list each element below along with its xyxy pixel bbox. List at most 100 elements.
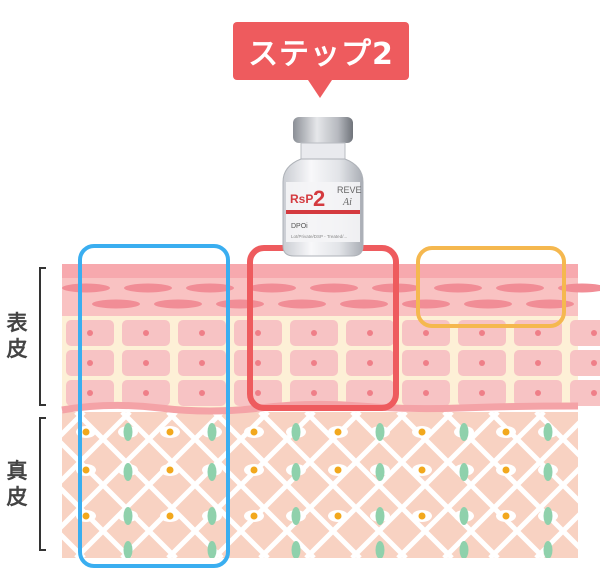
cell-nucleus (591, 330, 597, 336)
cell-nucleus (423, 330, 429, 336)
fibroblast-nucleus (502, 512, 510, 520)
fibroblast-nucleus (250, 466, 258, 474)
fiber-node (123, 463, 133, 481)
dermis-layer (62, 412, 600, 558)
granular-cell (340, 299, 388, 309)
cell-nucleus (479, 330, 485, 336)
vial-neck (300, 142, 346, 160)
dermis-fiber (488, 466, 578, 558)
fibroblast-nucleus (334, 466, 342, 474)
fiber-node (459, 541, 469, 558)
fiber-node (123, 541, 133, 558)
cell-nucleus (311, 360, 317, 366)
dermis-fiber (74, 412, 224, 558)
fiber-node (375, 541, 385, 558)
fibroblast-nucleus (82, 466, 90, 474)
fiber-node (207, 507, 217, 525)
vial-fine-print: Lot/Private/DSP - Treated/... (291, 234, 347, 239)
epidermis-char-2: 皮 (6, 337, 28, 361)
serum-vial: RsP 2 REVE Ai DPOi Lot/Private/DSP - Tre… (282, 117, 364, 257)
dermis-fiber (534, 512, 578, 558)
dermis-fiber (396, 412, 546, 558)
fiber-node (291, 463, 301, 481)
fibroblast-nucleus (502, 428, 510, 436)
dermis-fiber (62, 486, 132, 558)
fiber-node (459, 423, 469, 441)
fibroblast-nucleus (250, 512, 258, 520)
blue-frame (78, 244, 230, 568)
granular-cell (62, 283, 110, 293)
vial-brand: RsP (290, 192, 313, 206)
vial-red-band (286, 210, 360, 214)
fibroblast-nucleus (418, 512, 426, 520)
cell-nucleus (423, 360, 429, 366)
fiber-node (207, 463, 217, 481)
fiber-node (543, 463, 553, 481)
granular-cell (310, 283, 358, 293)
fiber-node (375, 507, 385, 525)
fibroblast-nucleus (502, 466, 510, 474)
granular-cell (154, 299, 202, 309)
cell-nucleus (591, 390, 597, 396)
cell-nucleus (199, 360, 205, 366)
fibroblast-nucleus (166, 466, 174, 474)
fibroblast-nucleus (418, 466, 426, 474)
dermis-label: 真 皮 (2, 458, 32, 510)
dermis-fiber (442, 420, 578, 558)
cell-nucleus (535, 390, 541, 396)
fiber-node (543, 541, 553, 558)
dermis-bracket (39, 417, 46, 551)
vial-cap (293, 117, 353, 143)
dermis-fiber (62, 412, 132, 484)
spinous-cells (66, 320, 600, 406)
step-badge-label: ステップ2 (248, 37, 394, 72)
dermis-fiber (350, 412, 500, 558)
dermis-char-1: 真 (6, 459, 28, 483)
cell-nucleus (143, 330, 149, 336)
cell-nucleus (87, 330, 93, 336)
fiber-node (375, 423, 385, 441)
fiber-node (543, 507, 553, 525)
spinous-cell (570, 380, 600, 406)
fiber-node (291, 541, 301, 558)
granular-cell (248, 283, 296, 293)
fiber-node (291, 507, 301, 525)
fiber-node (123, 423, 133, 441)
cell-nucleus (311, 390, 317, 396)
cell-nucleus (535, 360, 541, 366)
granular-cell (496, 283, 544, 293)
fibroblast-nucleus (166, 428, 174, 436)
epidermis-char-1: 表 (6, 311, 28, 335)
orange-frame (416, 246, 566, 328)
cell-nucleus (87, 360, 93, 366)
fiber-node (291, 423, 301, 441)
cell-nucleus (143, 390, 149, 396)
granular-cell (464, 299, 512, 309)
vial-side-text: REVE (337, 185, 362, 195)
cell-nucleus (367, 390, 373, 396)
cell-nucleus (367, 360, 373, 366)
cell-nucleus (423, 390, 429, 396)
granular-cell (186, 283, 234, 293)
cell-nucleus (199, 330, 205, 336)
cell-nucleus (255, 390, 261, 396)
cell-nucleus (367, 330, 373, 336)
cell-nucleus (535, 330, 541, 336)
dermis-fiber (120, 412, 270, 558)
cell-nucleus (87, 390, 93, 396)
cell-nucleus (479, 360, 485, 366)
vial-maker: DPOi (291, 223, 308, 230)
dermis-fiber (582, 412, 600, 558)
epidermis-bracket (39, 267, 46, 406)
vial-number: 2 (313, 186, 325, 211)
cell-nucleus (255, 330, 261, 336)
vial-side-text-2: Ai (342, 197, 352, 208)
layer-brackets (39, 267, 46, 551)
granular-cells (62, 283, 600, 309)
epidermis-label: 表 皮 (2, 310, 32, 362)
fibroblast-nucleus (334, 512, 342, 520)
granular-cell (434, 283, 482, 293)
fibroblast-nucleus (334, 428, 342, 436)
